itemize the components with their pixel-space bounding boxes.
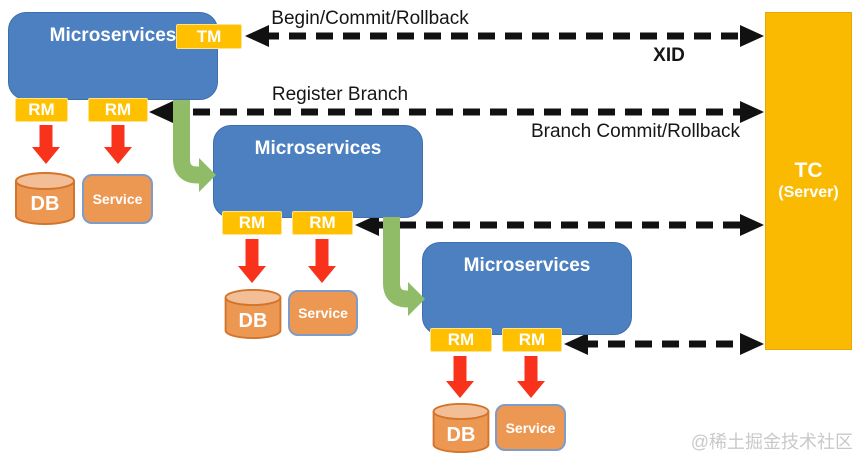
microservice-1-title: Microservices — [49, 25, 177, 46]
red-arrow-ms1-service — [104, 125, 132, 164]
microservice-box-3: Microservices — [422, 242, 632, 335]
db-1-label: DB — [30, 193, 60, 215]
microservice-2-title: Microservices — [254, 138, 382, 159]
watermark-text: @稀土掘金技术社区 — [690, 432, 853, 452]
label-begin-commit-rollback: Begin/Commit/Rollback — [271, 8, 469, 29]
rm-badge-ms1-b: RM — [88, 98, 148, 122]
tc-subtitle: (Server) — [778, 184, 839, 201]
rm-badge-ms2-b: RM — [292, 211, 353, 235]
db-3-label: DB — [446, 424, 476, 446]
db-cylinder-2: DB — [222, 288, 284, 340]
rm-badge-ms3-b: RM — [502, 328, 562, 352]
red-arrow-ms1-db — [32, 125, 60, 164]
green-flow-arrow-ms2-ms3 — [383, 217, 425, 316]
db-cylinder-shape — [15, 172, 75, 225]
db-2-label: DB — [238, 310, 268, 332]
dashed-arrow-ms2-tc — [355, 214, 764, 236]
service-box-1: Service — [82, 174, 153, 224]
db-cylinder-shape — [432, 402, 490, 454]
microservice-box-2: Microservices — [213, 125, 423, 218]
rm-badge-ms2-a: RM — [222, 211, 282, 235]
service-box-2: Service — [288, 290, 358, 336]
tc-server-box: TC (Server) — [765, 12, 852, 350]
db-cylinder-3: DB — [430, 402, 492, 454]
tc-title: TC — [794, 159, 823, 182]
dashed-arrow-ms3-tc — [564, 333, 764, 355]
service-box-3: Service — [495, 404, 566, 451]
microservice-box-1: Microservices — [8, 12, 218, 100]
rm-badge-ms1-a: RM — [15, 98, 68, 122]
red-arrow-ms3-service — [517, 356, 545, 398]
label-xid: XID — [653, 45, 685, 66]
db-cylinder-1: DB — [14, 171, 76, 226]
rm-badge-ms3-a: RM — [430, 328, 492, 352]
red-arrow-ms2-service — [308, 239, 336, 283]
red-arrow-ms3-db — [446, 356, 474, 398]
label-register-branch: Register Branch — [271, 84, 409, 105]
microservice-3-title: Microservices — [463, 255, 591, 276]
green-flow-arrow-ms1-ms2 — [173, 100, 216, 192]
tm-badge: TM — [176, 24, 242, 49]
db-cylinder-shape — [224, 288, 282, 340]
label-branch-commit-rollback: Branch Commit/Rollback — [530, 121, 741, 142]
red-arrow-ms2-db — [238, 239, 266, 283]
